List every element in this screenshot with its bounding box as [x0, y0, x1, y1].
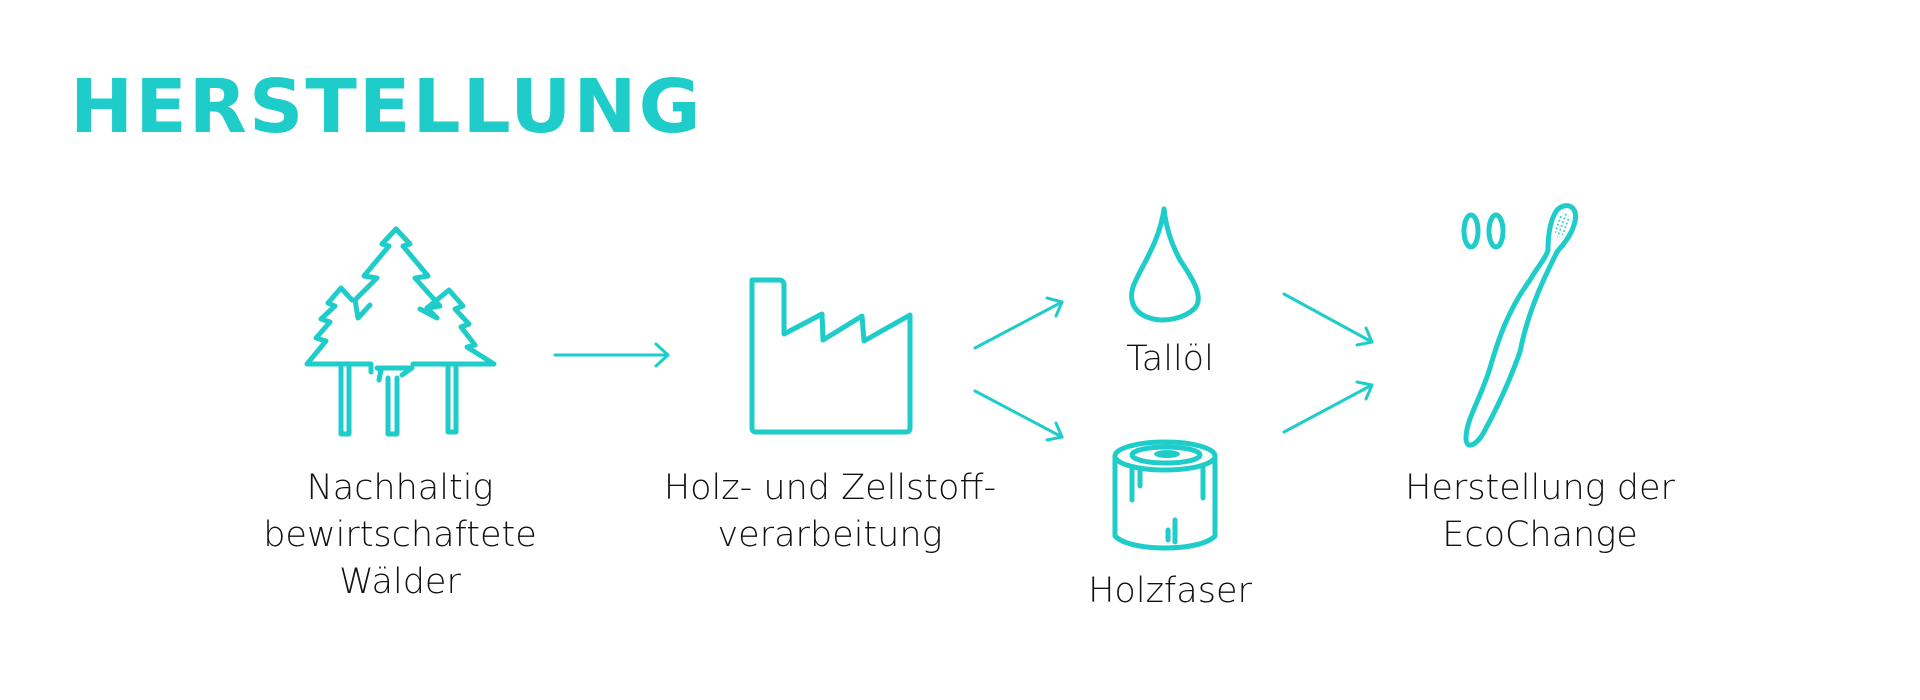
arrow-tall-oil-to-product	[1282, 292, 1374, 347]
trees-icon	[304, 226, 497, 437]
label-line: Holzfaser	[1088, 571, 1252, 611]
label-tall-oil: Tallöl	[1080, 336, 1260, 383]
arrow-forest-to-processing	[553, 342, 670, 368]
drop-icon	[1129, 206, 1201, 323]
label-forest: Nachhaltig bewirtschaftete Wälder	[252, 465, 548, 606]
label-line: Nachhaltig	[306, 468, 494, 508]
label-line: EcoChange	[1442, 515, 1638, 555]
label-processing: Holz- und Zellstoff- verarbeitung	[640, 465, 1020, 559]
label-line: Tallöl	[1126, 339, 1214, 379]
label-wood-fiber: Holzfaser	[1065, 568, 1275, 615]
arrow-wood-fiber-to-product	[1282, 380, 1374, 434]
toothbrush-icon	[1461, 203, 1578, 448]
label-line: Wälder	[339, 562, 461, 602]
label-product: Herstellung der EcoChange	[1380, 465, 1700, 559]
factory-icon	[749, 277, 913, 435]
label-line: Holz- und Zellstoff-	[663, 468, 997, 508]
label-line: bewirtschaftete	[263, 515, 537, 555]
label-line: Herstellung der	[1405, 468, 1675, 508]
arrow-processing-to-tall-oil	[973, 296, 1064, 350]
wood-log-icon	[1112, 439, 1218, 551]
label-line: verarbeitung	[717, 515, 943, 555]
page-title: HERSTELLUNG	[70, 64, 703, 150]
arrow-processing-to-wood-fiber	[973, 389, 1064, 442]
